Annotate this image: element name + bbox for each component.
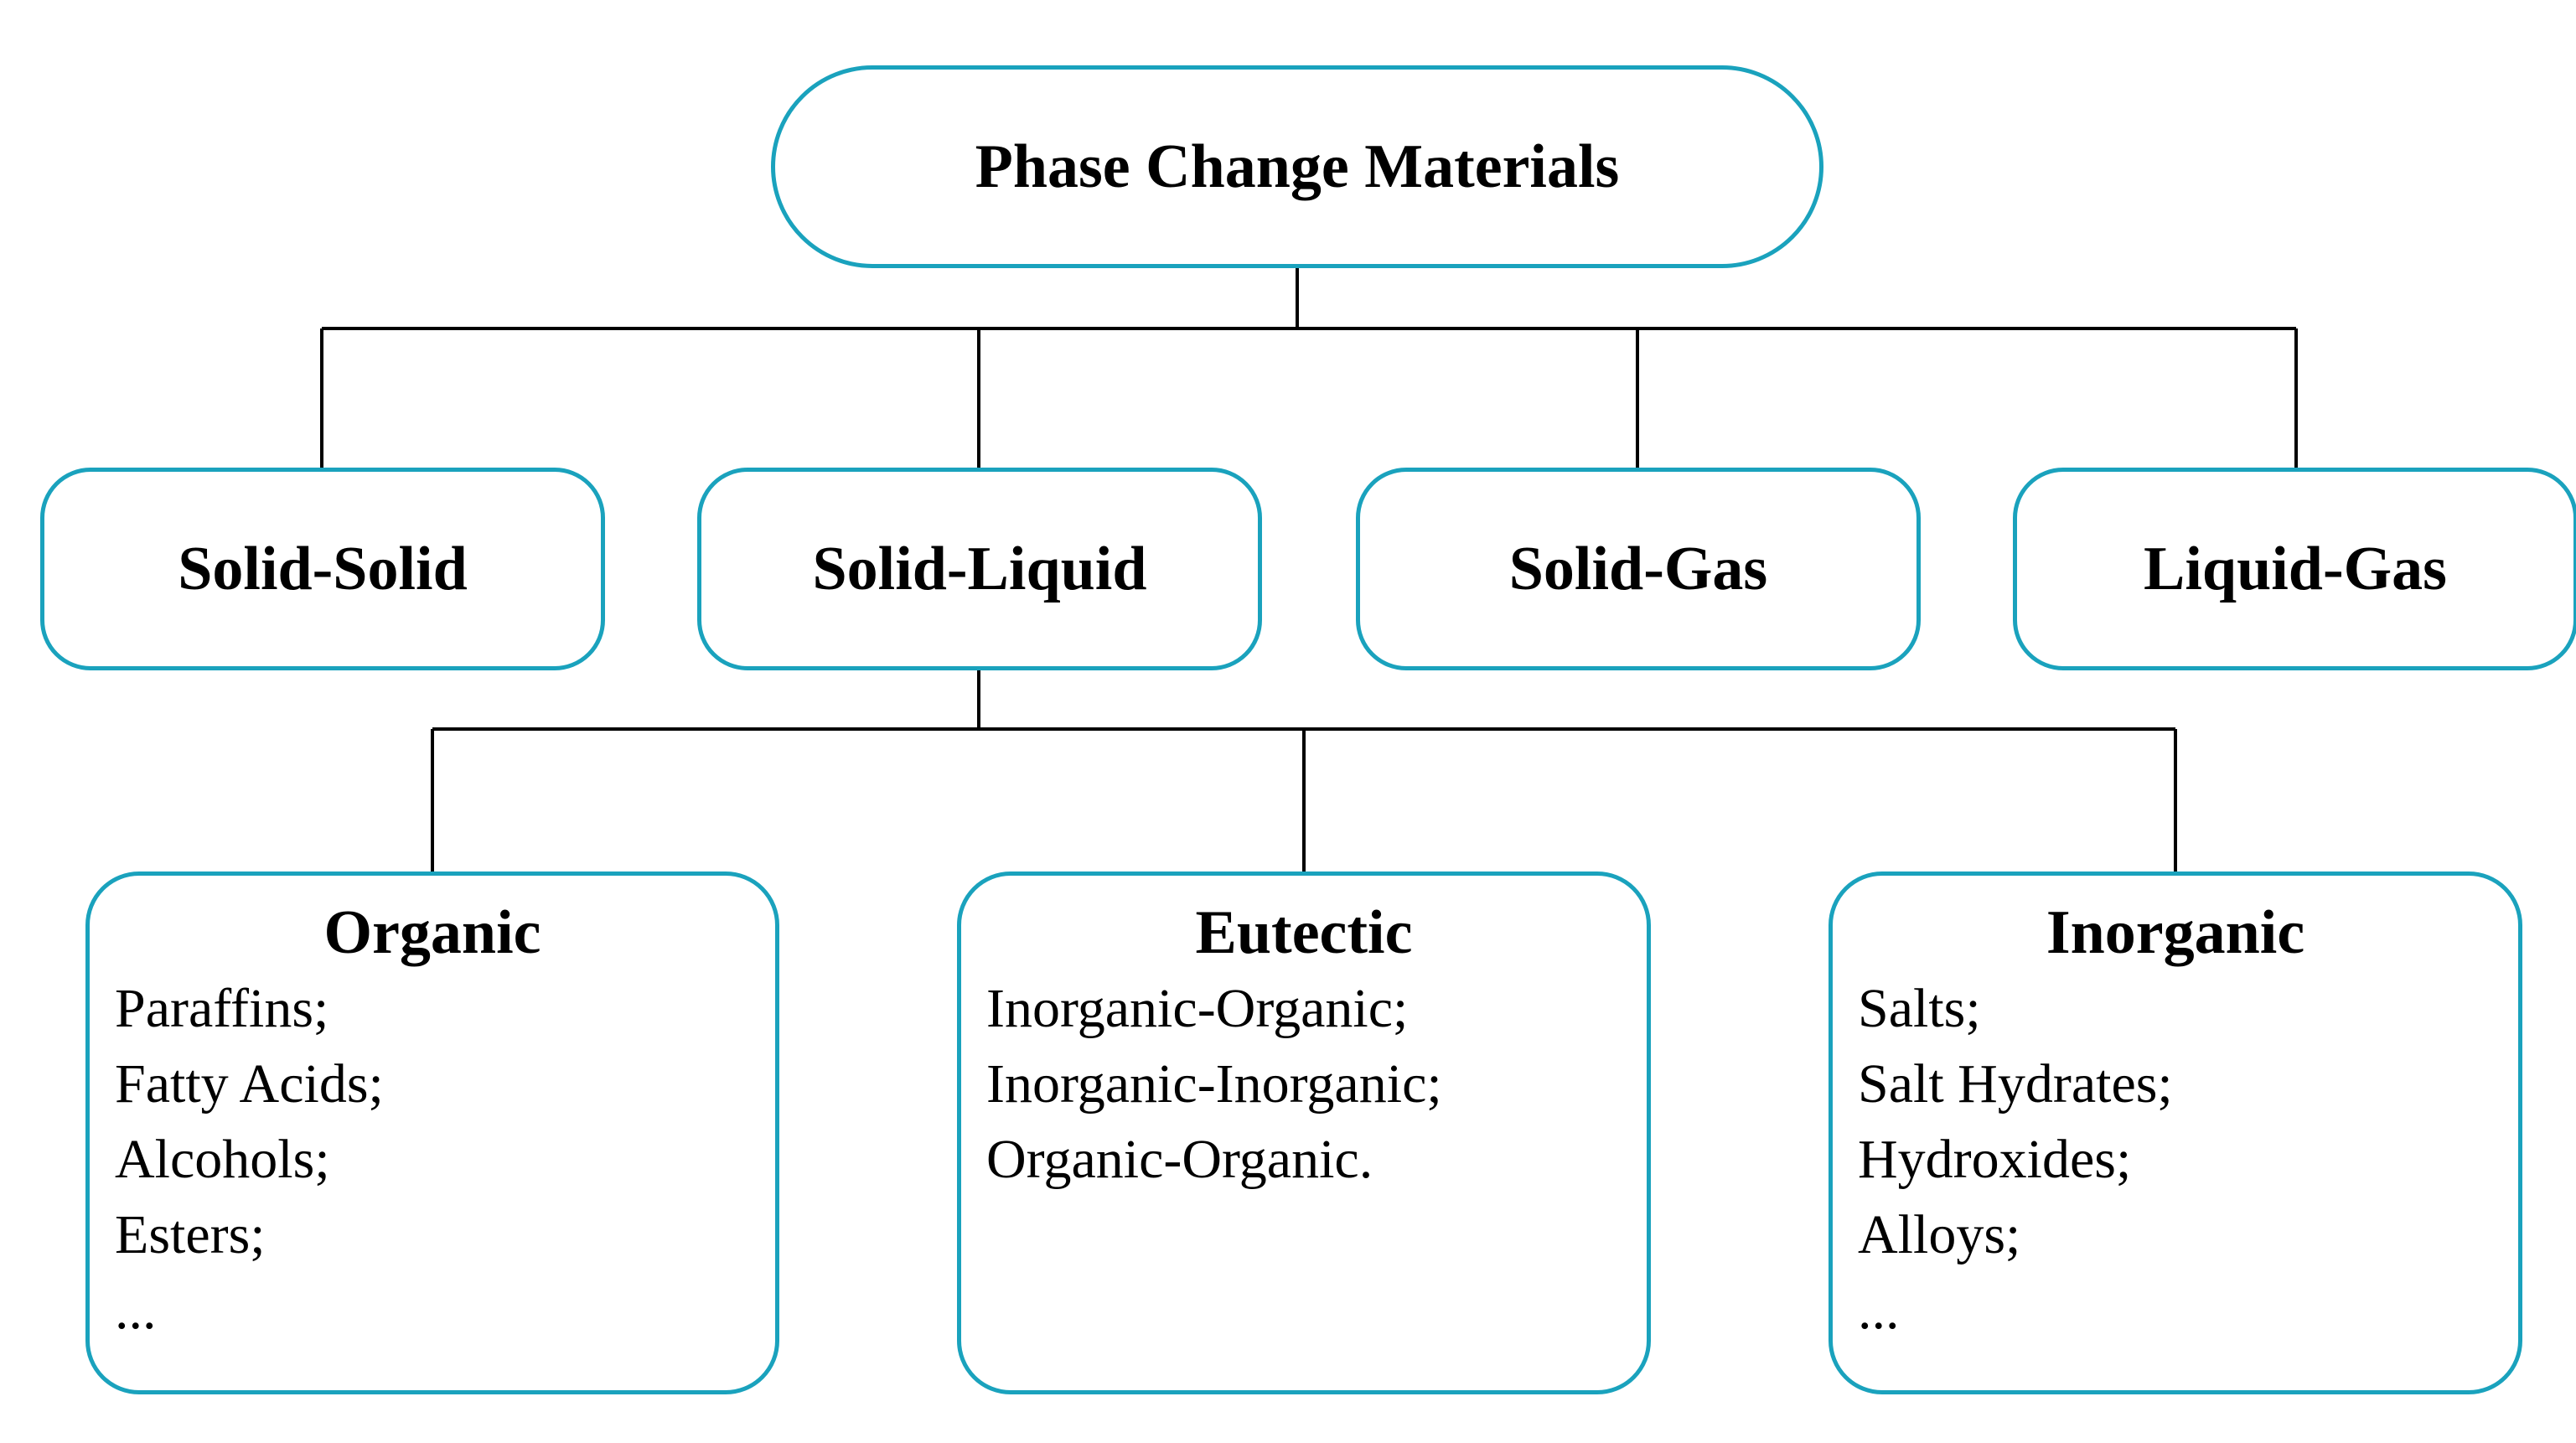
subcategory-item-list: Inorganic-Organic; Inorganic-Inorganic; … [961,971,1647,1197]
list-item: ... [115,1280,157,1341]
list-item: Alcohols; [115,1129,330,1190]
list-item: Alloys; [1858,1204,2021,1265]
category-label: Liquid-Gas [2144,534,2447,603]
category-label: Solid-Gas [1508,534,1768,603]
list-item: Salt Hydrates; [1858,1053,2173,1115]
subcategory-node-organic: Organic Paraffins; Fatty Acids; Alcohols… [85,871,779,1394]
category-node-liquid-gas: Liquid-Gas [2013,468,2576,670]
subcategory-title: Inorganic [2046,898,2305,967]
category-node-solid-liquid: Solid-Liquid [697,468,1262,670]
subcategory-title: Eutectic [1195,898,1413,967]
category-label: Solid-Solid [178,534,468,603]
list-item: Inorganic-Inorganic; [986,1053,1442,1115]
list-item: ... [1858,1280,1900,1341]
subcategory-node-inorganic: Inorganic Salts; Salt Hydrates; Hydroxid… [1829,871,2522,1394]
subcategory-node-eutectic: Eutectic Inorganic-Organic; Inorganic-In… [957,871,1651,1394]
root-node-phase-change-materials: Phase Change Materials [771,65,1823,268]
subcategory-item-list: Paraffins; Fatty Acids; Alcohols; Esters… [90,971,775,1348]
category-label: Solid-Liquid [812,534,1147,603]
list-item: Organic-Organic. [986,1129,1373,1190]
category-node-solid-gas: Solid-Gas [1356,468,1921,670]
list-item: Hydroxides; [1858,1129,2132,1190]
list-item: Fatty Acids; [115,1053,384,1115]
list-item: Salts; [1858,978,1981,1039]
subcategory-item-list: Salts; Salt Hydrates; Hydroxides; Alloys… [1833,971,2518,1348]
list-item: Esters; [115,1204,266,1265]
list-item: Inorganic-Organic; [986,978,1409,1039]
list-item: Paraffins; [115,978,329,1039]
subcategory-title: Organic [323,898,541,967]
category-node-solid-solid: Solid-Solid [40,468,605,670]
root-label: Phase Change Materials [975,132,1620,201]
